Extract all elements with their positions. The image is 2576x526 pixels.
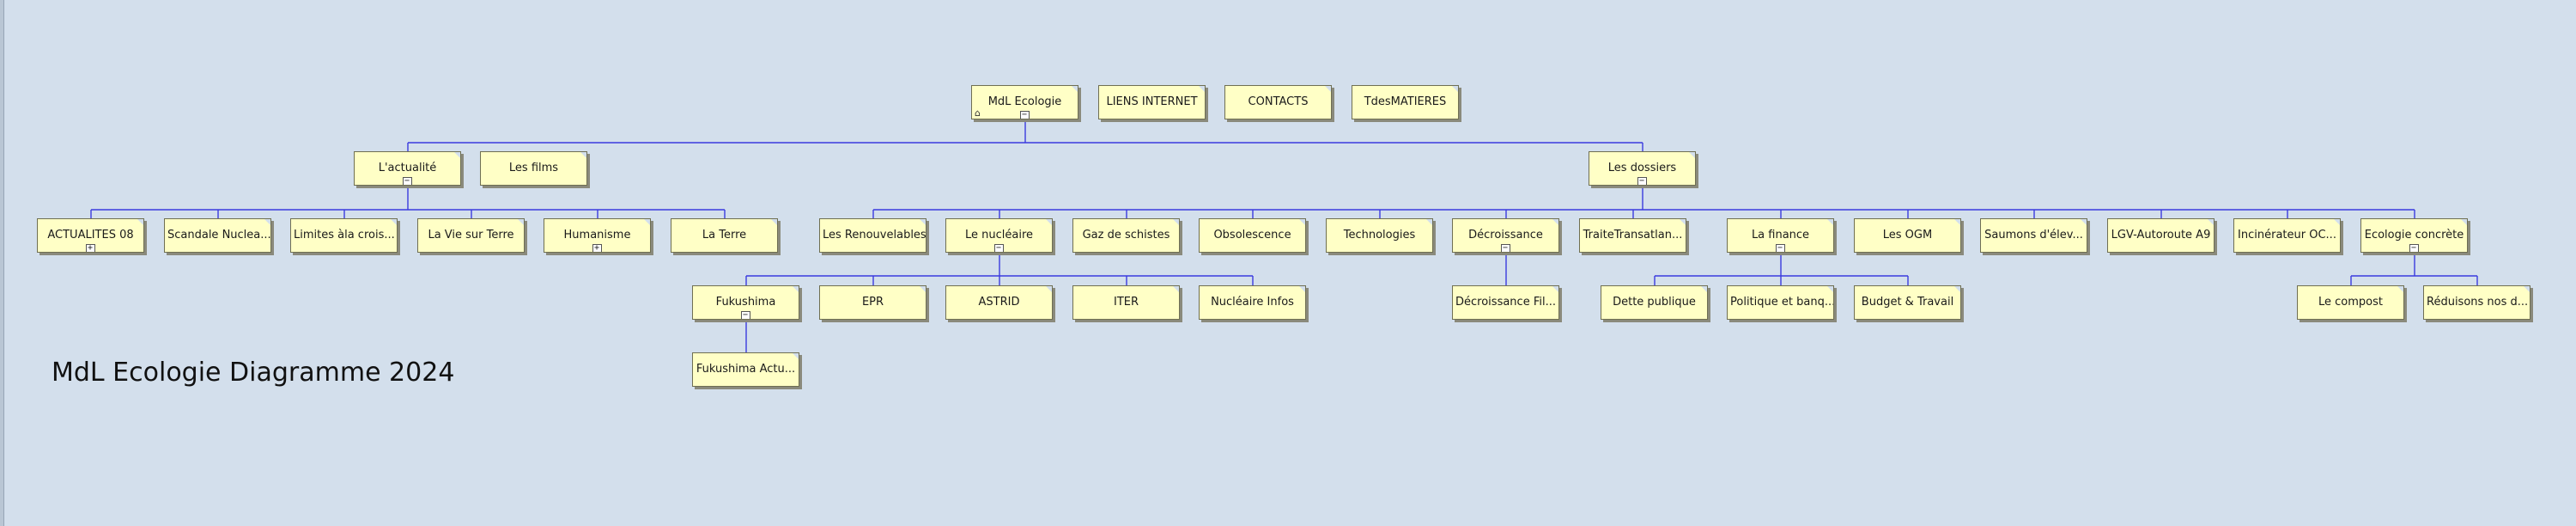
node-liens-internet[interactable]: LIENS INTERNET	[1098, 85, 1206, 119]
node-gaz-de-schistes[interactable]: Gaz de schistes	[1072, 218, 1180, 253]
collapse-toggle[interactable]: −	[1637, 177, 1647, 185]
node-humanisme[interactable]: Humanisme +	[544, 218, 651, 253]
node-gaz-de-schistes-label: Gaz de schistes	[1082, 229, 1170, 242]
node-fukushima-label: Fukushima	[715, 296, 776, 309]
node-incinerateur[interactable]: Incinérateur OC...	[2233, 218, 2341, 253]
node-ogm-label: Les OGM	[1882, 229, 1933, 242]
node-liens-internet-label: LIENS INTERNET	[1106, 95, 1198, 108]
node-fukushima-actu-label: Fukushima Actu...	[696, 363, 796, 376]
node-dette-publique-label: Dette publique	[1613, 296, 1696, 309]
node-le-compost-label: Le compost	[2318, 296, 2383, 309]
node-limites-croissance[interactable]: Limites àla crois...	[290, 218, 398, 253]
expand-toggle[interactable]: +	[85, 244, 95, 252]
node-decroissance-label: Décroissance	[1468, 229, 1543, 242]
node-films-label: Les films	[508, 162, 559, 174]
home-icon: ⌂	[975, 107, 981, 119]
node-la-terre[interactable]: La Terre	[671, 218, 778, 253]
node-finance-label: La finance	[1751, 229, 1810, 242]
node-fukushima[interactable]: Fukushima −	[692, 285, 799, 320]
node-renouvelables[interactable]: Les Renouvelables	[819, 218, 927, 253]
collapse-toggle[interactable]: −	[402, 177, 412, 185]
node-films[interactable]: Les films	[480, 151, 587, 186]
collapse-toggle[interactable]: −	[2409, 244, 2419, 252]
node-dossiers[interactable]: Les dossiers −	[1589, 151, 1696, 186]
node-finance[interactable]: La finance −	[1727, 218, 1834, 253]
node-iter-label: ITER	[1113, 296, 1139, 309]
node-saumons[interactable]: Saumons d'élev...	[1980, 218, 2087, 253]
node-decroissance[interactable]: Décroissance −	[1452, 218, 1559, 253]
node-lgv-autoroute-label: LGV-Autoroute A9	[2111, 229, 2211, 242]
node-dette-publique[interactable]: Dette publique	[1601, 285, 1708, 320]
node-dossiers-label: Les dossiers	[1607, 162, 1677, 174]
collapse-toggle[interactable]: −	[993, 244, 1004, 252]
node-lgv-autoroute[interactable]: LGV-Autoroute A9	[2107, 218, 2215, 253]
node-tdesmatieres[interactable]: TdesMATIERES	[1352, 85, 1459, 119]
node-contacts[interactable]: CONTACTS	[1224, 85, 1332, 119]
node-fukushima-actu[interactable]: Fukushima Actu...	[692, 352, 799, 387]
node-scandale-nucleaire[interactable]: Scandale Nuclea...	[164, 218, 271, 253]
node-politique-banques[interactable]: Politique et banq...	[1727, 285, 1834, 320]
node-nucleaire-label: Le nucléaire	[964, 229, 1033, 242]
node-epr[interactable]: EPR	[819, 285, 927, 320]
node-nucleaire-infos[interactable]: Nucléaire Infos	[1199, 285, 1306, 320]
expand-toggle[interactable]: +	[592, 244, 602, 252]
collapse-toggle[interactable]: −	[740, 311, 750, 319]
node-nucleaire-infos-label: Nucléaire Infos	[1211, 296, 1294, 309]
node-obsolescence-label: Obsolescence	[1213, 229, 1291, 242]
node-actualites-08-label: ACTUALITES 08	[47, 229, 134, 242]
node-nucleaire[interactable]: Le nucléaire −	[945, 218, 1053, 253]
node-astrid[interactable]: ASTRID	[945, 285, 1053, 320]
node-root-label: MdL Ecologie	[987, 95, 1062, 108]
node-budget-travail-label: Budget & Travail	[1861, 296, 1954, 309]
node-root[interactable]: MdL Ecologie ⌂ −	[971, 85, 1078, 119]
node-reduisons-label: Réduisons nos d...	[2427, 296, 2529, 309]
node-decroissance-fil[interactable]: Décroissance Fil...	[1452, 285, 1559, 320]
node-budget-travail[interactable]: Budget & Travail	[1854, 285, 1961, 320]
node-actualite[interactable]: L'actualité −	[354, 151, 461, 186]
collapse-toggle[interactable]: −	[1019, 111, 1030, 119]
node-renouvelables-label: Les Renouvelables	[823, 229, 926, 242]
node-obsolescence[interactable]: Obsolescence	[1199, 218, 1306, 253]
node-epr-label: EPR	[861, 296, 884, 309]
node-tdesmatieres-label: TdesMATIERES	[1364, 95, 1447, 108]
node-iter[interactable]: ITER	[1072, 285, 1180, 320]
node-astrid-label: ASTRID	[978, 296, 1020, 309]
node-la-terre-label: La Terre	[702, 229, 747, 242]
node-actualites-08[interactable]: ACTUALITES 08 +	[37, 218, 144, 253]
node-politique-banques-label: Politique et banq...	[1730, 296, 1833, 309]
node-vie-sur-terre-label: La Vie sur Terre	[428, 229, 514, 242]
node-technologies[interactable]: Technologies	[1326, 218, 1433, 253]
node-limites-croissance-label: Limites àla crois...	[294, 229, 395, 242]
node-decroissance-fil-label: Décroissance Fil...	[1455, 296, 1556, 309]
node-contacts-label: CONTACTS	[1248, 95, 1309, 108]
node-ecologie-concrete[interactable]: Ecologie concrète −	[2360, 218, 2468, 253]
node-scandale-nucleaire-label: Scandale Nuclea...	[167, 229, 270, 242]
collapse-toggle[interactable]: −	[1775, 244, 1785, 252]
node-incinerateur-label: Incinérateur OC...	[2238, 229, 2336, 242]
node-le-compost[interactable]: Le compost	[2297, 285, 2404, 320]
node-humanisme-label: Humanisme	[563, 229, 631, 242]
node-ecologie-concrete-label: Ecologie concrète	[2364, 229, 2464, 242]
left-scrollbar[interactable]	[0, 0, 4, 526]
collapse-toggle[interactable]: −	[1500, 244, 1510, 252]
diagram-title: MdL Ecologie Diagramme 2024	[52, 358, 455, 388]
node-technologies-label: Technologies	[1343, 229, 1416, 242]
node-saumons-label: Saumons d'élev...	[1984, 229, 2083, 242]
node-traite-transatlantique[interactable]: TraiteTransatlan...	[1579, 218, 1686, 253]
node-actualite-label: L'actualité	[378, 162, 437, 174]
node-ogm[interactable]: Les OGM	[1854, 218, 1961, 253]
node-reduisons[interactable]: Réduisons nos d...	[2423, 285, 2530, 320]
node-vie-sur-terre[interactable]: La Vie sur Terre	[417, 218, 525, 253]
node-traite-transatlantique-label: TraiteTransatlan...	[1583, 229, 1683, 242]
